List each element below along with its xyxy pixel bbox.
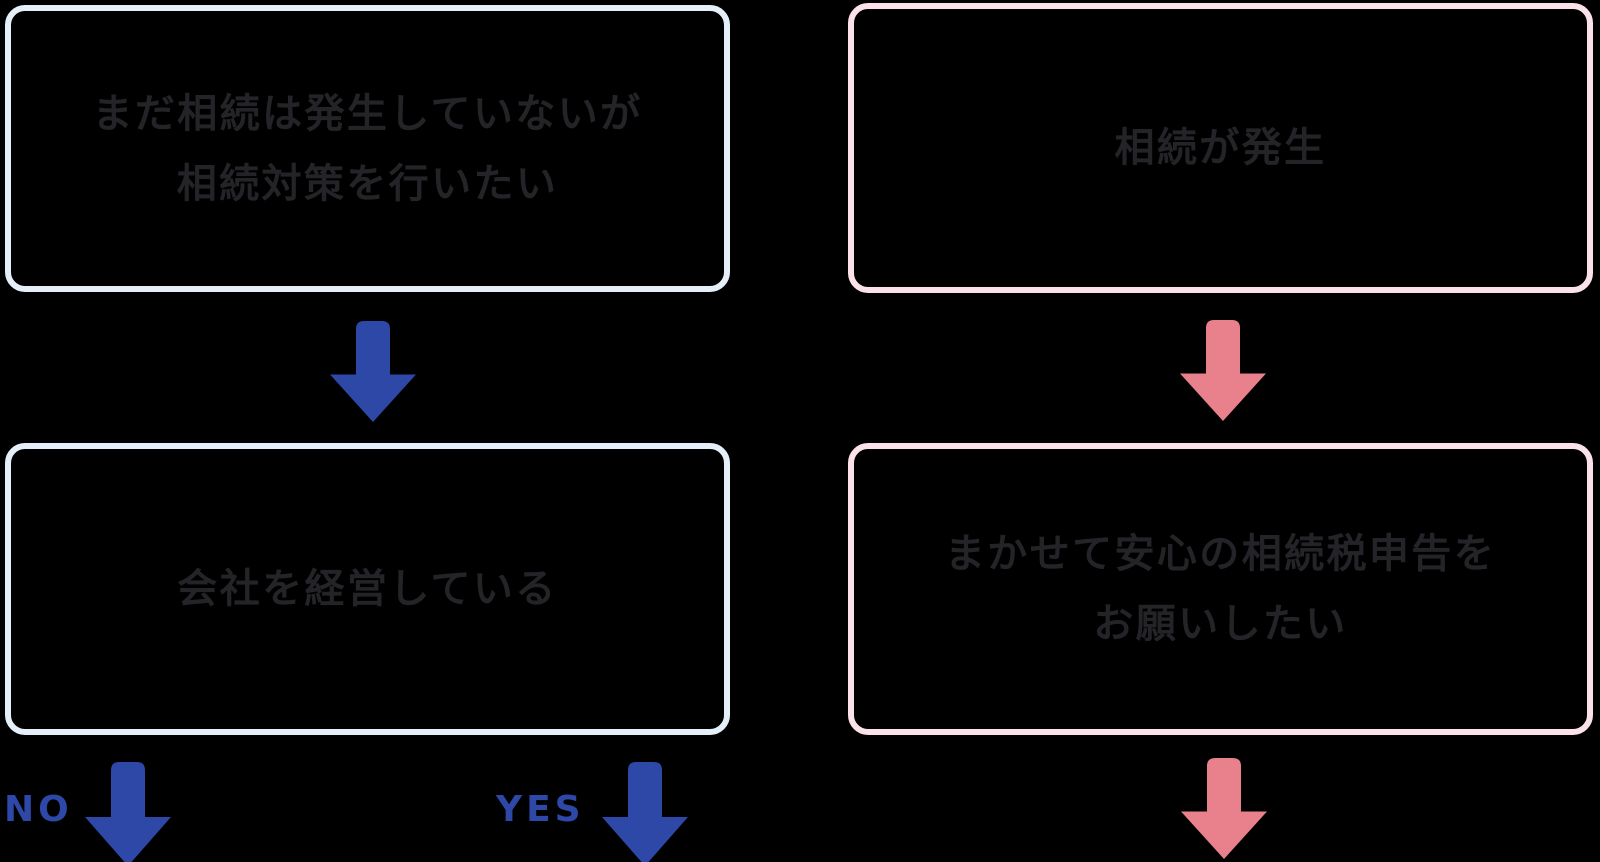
box-no-inheritance-yet: まだ相続は発生していないが 相続対策を行いたい [5, 5, 730, 292]
box-request-tax-filing: まかせて安心の相続税申告を お願いしたい [848, 443, 1593, 735]
down-arrow-icon [1180, 320, 1266, 421]
box-text-line: 会社を経営している [177, 566, 558, 612]
down-arrow-icon [602, 762, 688, 862]
down-arrow-icon [330, 321, 416, 422]
box-running-a-company: 会社を経営している [5, 443, 730, 735]
down-arrow-icon [1181, 758, 1267, 859]
box-inheritance-occurred: 相続が発生 [848, 3, 1593, 293]
box-text-line: 相続対策を行いたい [176, 160, 559, 207]
box-text-line: まだ相続は発生していないが [92, 90, 643, 137]
box-text-line: まかせて安心の相続税申告を [944, 531, 1497, 577]
yes-branch-label: YES [496, 789, 585, 830]
box-text-line: お願いしたい [1093, 601, 1348, 647]
no-branch-label: NO [4, 789, 73, 830]
down-arrow-icon [85, 762, 171, 862]
box-text-line: 相続が発生 [1114, 125, 1327, 171]
